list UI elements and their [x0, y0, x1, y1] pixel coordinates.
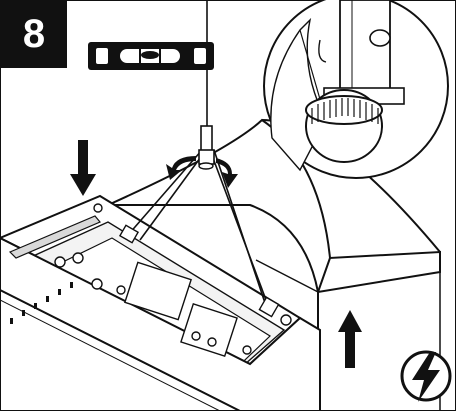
step-number-badge: 8	[1, 1, 67, 68]
arrow-down-icon	[70, 140, 96, 196]
spirit-level-icon	[88, 42, 214, 70]
suspension-wires	[127, 149, 273, 317]
lightning-bolt-icon	[400, 350, 452, 402]
rotate-arrows-icon	[166, 156, 238, 188]
arrow-up-icon	[338, 310, 362, 368]
wire-clamps	[118, 224, 280, 318]
ceiling-gripper	[198, 125, 215, 170]
detail-zoom-circle	[263, 0, 449, 179]
luminaire-housing	[0, 194, 321, 411]
